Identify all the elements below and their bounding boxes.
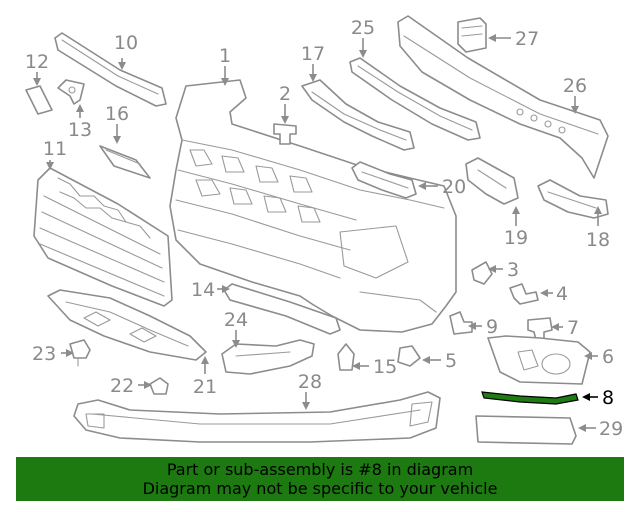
callout-21: 21 <box>193 376 217 398</box>
part-6-bezel <box>487 335 591 385</box>
callout-16: 16 <box>105 103 129 125</box>
part-21-undercover <box>47 289 207 361</box>
callout-28: 28 <box>298 371 322 393</box>
part-5-bracket <box>397 345 421 367</box>
callout-3: 3 <box>507 259 519 281</box>
callout-13: 13 <box>68 119 92 141</box>
notice-line-disclaimer: Diagram may not be specific to your vehi… <box>142 479 498 498</box>
notice-banner: Part or sub-assembly is #8 in diagram Di… <box>16 457 624 501</box>
part-15-bolt <box>337 343 355 371</box>
part-7-clip <box>527 317 553 341</box>
callout-6: 6 <box>602 346 614 368</box>
callout-2: 2 <box>279 83 291 105</box>
callout-labels: 1 2 3 4 5 6 7 8 9 10 11 12 13 14 15 16 1… <box>25 17 623 440</box>
part-3-clip <box>471 261 493 285</box>
callout-29: 29 <box>599 418 623 440</box>
callout-20: 20 <box>442 176 466 198</box>
part-9-retainer <box>449 311 473 335</box>
callout-12: 12 <box>25 51 49 73</box>
part-1-bumper-cover <box>169 79 457 333</box>
part-23-bolt <box>69 339 91 367</box>
callout-23: 23 <box>32 343 56 365</box>
part-8-molding-highlighted <box>481 391 579 405</box>
part-22-clip <box>149 377 169 395</box>
part-16-plate <box>99 145 151 179</box>
callout-14: 14 <box>191 279 215 301</box>
part-19-bracket <box>465 157 519 205</box>
part-26-beam <box>397 15 609 179</box>
part-11-grille <box>33 167 173 307</box>
callout-7: 7 <box>567 317 579 339</box>
part-27-connector <box>457 17 487 53</box>
callout-24: 24 <box>224 309 248 331</box>
callout-19: 19 <box>504 227 528 249</box>
part-14-strip <box>223 283 341 335</box>
part-17-rail <box>301 79 415 151</box>
part-29-cover <box>475 415 577 445</box>
part-28-spoiler <box>73 391 441 443</box>
part-18-bracket <box>537 179 609 219</box>
callout-10: 10 <box>114 32 138 54</box>
part-2-clip <box>273 123 297 145</box>
callout-22: 22 <box>110 375 134 397</box>
callout-leaders <box>33 34 602 432</box>
part-4-screw <box>509 283 539 305</box>
callout-27: 27 <box>515 28 539 50</box>
part-10-molding <box>54 32 167 107</box>
parts-diagram: 1 2 3 4 5 6 7 8 9 10 11 12 13 14 15 16 1… <box>25 15 623 445</box>
callout-9: 9 <box>486 316 498 338</box>
part-24-bracket <box>221 339 315 375</box>
part-13-bracket <box>57 79 85 105</box>
callout-15: 15 <box>373 356 397 378</box>
callout-1: 1 <box>219 45 231 67</box>
callout-25: 25 <box>351 17 375 39</box>
part-25-rail <box>349 57 481 141</box>
callout-5: 5 <box>445 350 457 372</box>
part-20-bracket <box>351 161 417 199</box>
notice-line-part: Part or sub-assembly is #8 in diagram <box>166 460 474 479</box>
callout-4: 4 <box>556 283 568 305</box>
part-12-plate <box>25 85 53 115</box>
callout-17: 17 <box>301 43 325 65</box>
callout-26: 26 <box>563 75 587 97</box>
callout-8-highlighted: 8 <box>602 387 614 409</box>
callout-18: 18 <box>586 229 610 251</box>
callout-11: 11 <box>43 138 67 160</box>
